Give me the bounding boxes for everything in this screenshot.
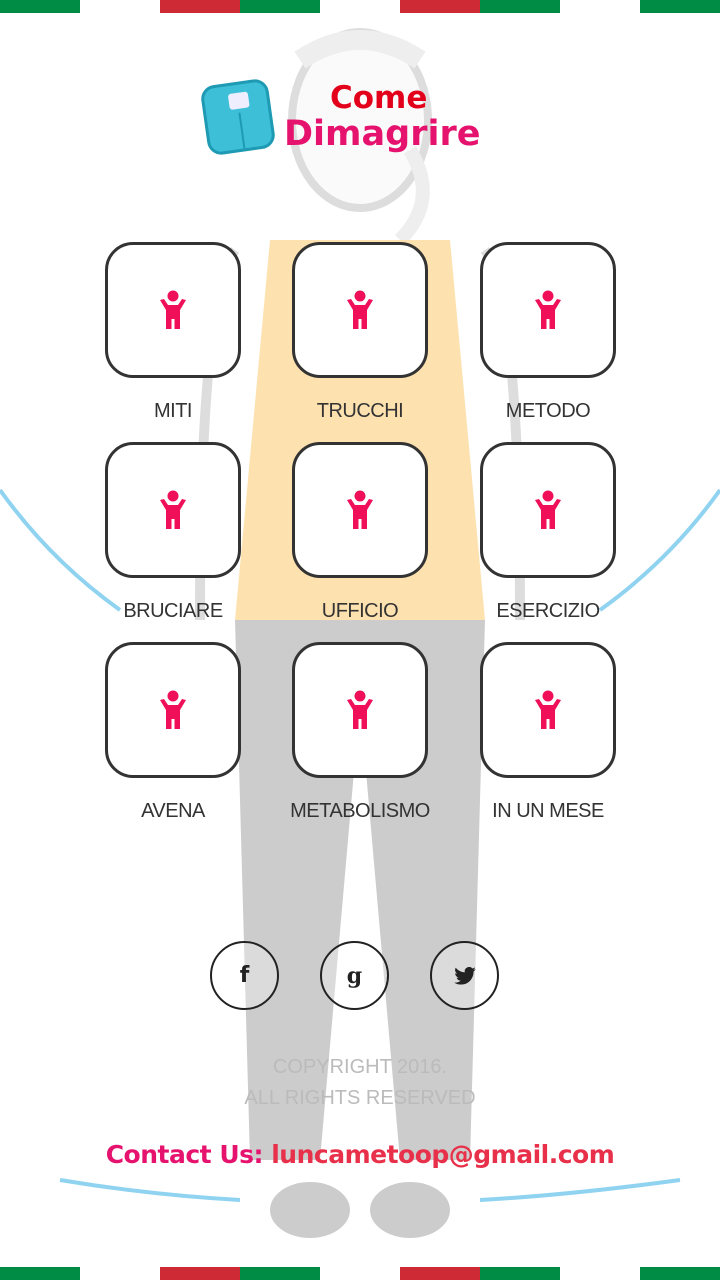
tile-in-un-mese[interactable]: IN UN MESE — [480, 642, 616, 823]
tile-label: BRUCIARE — [123, 600, 223, 622]
tile-ufficio[interactable]: UFFICIO — [292, 442, 428, 623]
tile-bruciare[interactable]: BRUCIARE — [105, 442, 241, 623]
tile-box[interactable] — [105, 442, 241, 578]
tile-box[interactable] — [105, 642, 241, 778]
contact-label: Contact Us: — [105, 1140, 264, 1169]
person-icon — [347, 690, 373, 729]
tile-box[interactable] — [105, 242, 241, 378]
tile-box[interactable] — [292, 242, 428, 378]
tile-box[interactable] — [480, 242, 616, 378]
person-icon — [160, 290, 186, 329]
rights-text: ALL RIGHTS RESERVED — [244, 1087, 476, 1109]
tile-avena[interactable]: AVENA — [105, 642, 241, 823]
person-icon — [535, 490, 561, 529]
copyright-text: COPYRIGHT 2016. — [272, 1056, 448, 1078]
tile-label: TRUCCHI — [316, 400, 404, 422]
tile-box[interactable] — [292, 442, 428, 578]
person-icon — [535, 690, 561, 729]
tile-label: IN UN MESE — [492, 800, 604, 822]
contact-email-link[interactable]: luncametoop@gmail.com — [271, 1140, 615, 1169]
tile-box[interactable] — [480, 442, 616, 578]
logo-line2: Dimagrire — [284, 114, 481, 154]
tile-label: ESERCIZIO — [496, 600, 600, 622]
person-icon — [160, 690, 186, 729]
person-icon — [347, 490, 373, 529]
person-icon — [347, 290, 373, 329]
twitter-button[interactable] — [430, 941, 499, 1010]
google-icon: g — [346, 962, 363, 989]
tile-trucchi[interactable]: TRUCCHI — [292, 242, 428, 423]
logo-line1: Come — [330, 80, 428, 116]
flag-stripe-bottom — [0, 1267, 720, 1280]
tile-label: METABOLISMO — [290, 800, 430, 822]
google-button[interactable]: g — [320, 941, 389, 1010]
flag-stripe-top — [0, 0, 720, 13]
facebook-button[interactable]: f — [210, 941, 279, 1010]
tile-metodo[interactable]: METODO — [480, 242, 616, 423]
tile-label: UFFICIO — [321, 600, 399, 622]
tile-metabolismo[interactable]: METABOLISMO — [290, 642, 430, 823]
tile-label: MITI — [154, 400, 193, 422]
scale-icon — [199, 77, 277, 157]
person-icon — [160, 490, 186, 529]
tile-box[interactable] — [292, 642, 428, 778]
tile-label: METODO — [505, 400, 591, 422]
facebook-icon: f — [239, 963, 250, 988]
twitter-icon — [453, 966, 476, 985]
tile-miti[interactable]: MITI — [105, 242, 241, 423]
tile-esercizio[interactable]: ESERCIZIO — [480, 442, 616, 623]
contact-line: Contact Us: luncametoop@gmail.com — [0, 1140, 720, 1169]
come-dimagrire-logo[interactable]: Come Dimagrire — [199, 77, 520, 158]
tile-label: AVENA — [141, 800, 205, 822]
person-icon — [535, 290, 561, 329]
tile-box[interactable] — [480, 642, 616, 778]
